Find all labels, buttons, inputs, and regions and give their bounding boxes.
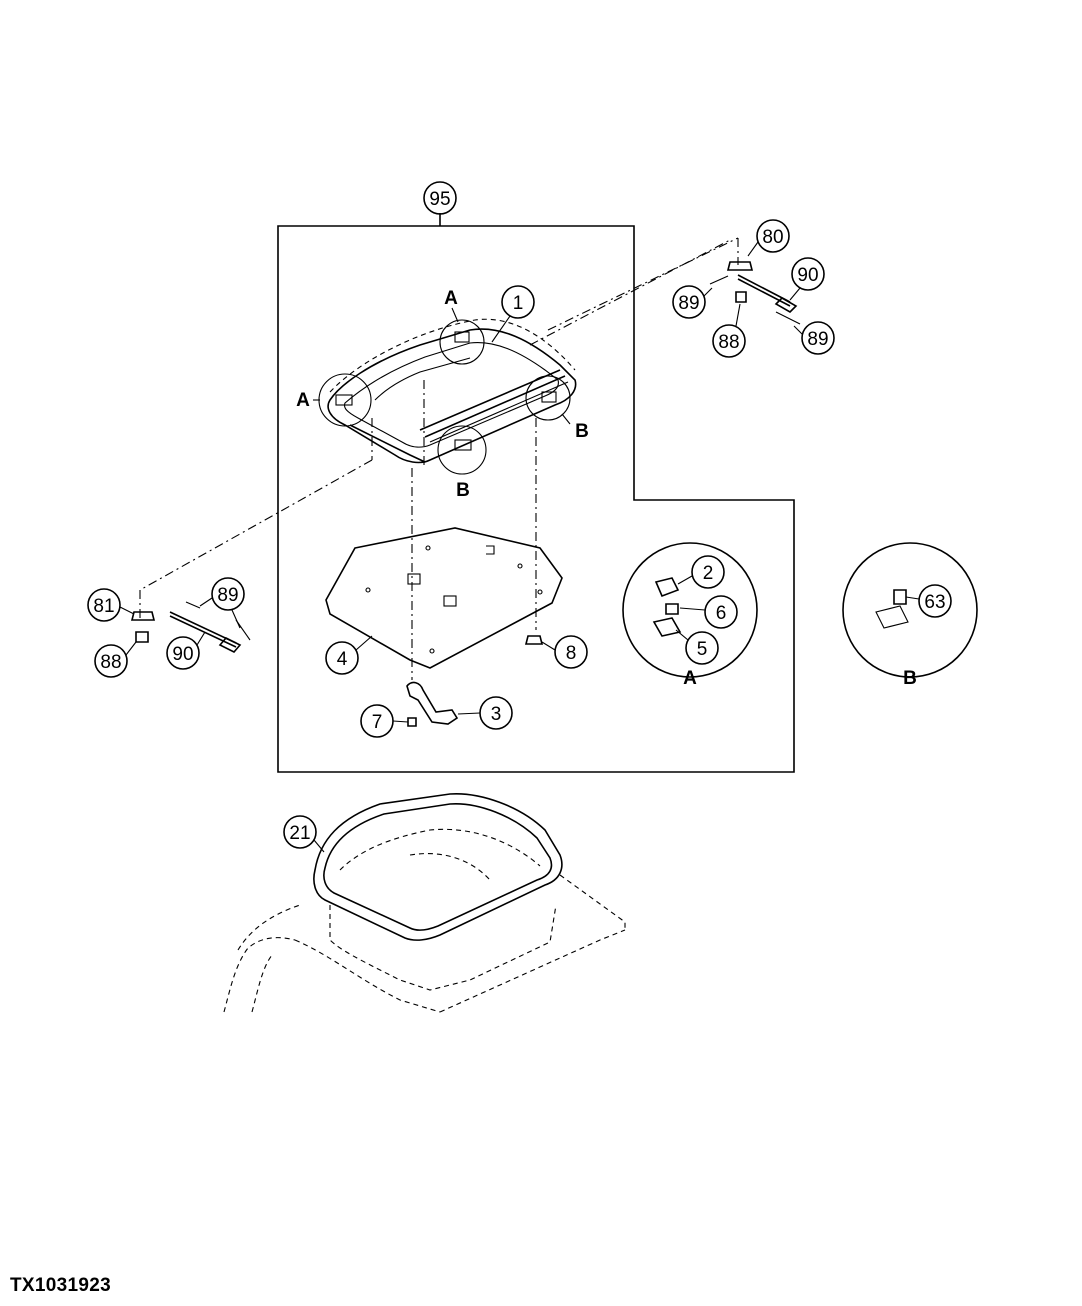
- callout-8: 8: [541, 635, 588, 669]
- svg-text:21: 21: [289, 823, 310, 844]
- svg-text:4: 4: [337, 649, 348, 670]
- svg-text:2: 2: [703, 563, 714, 584]
- callout-6: 6: [679, 595, 738, 629]
- callout-81: 81: [87, 588, 135, 622]
- cab-roof-and-seal: [223, 793, 626, 1013]
- handle: [406, 681, 459, 725]
- gas-strut-right: [709, 261, 801, 325]
- svg-text:88: 88: [100, 652, 121, 673]
- svg-text:89: 89: [217, 585, 238, 606]
- callout-3: 3: [457, 696, 513, 730]
- svg-text:89: 89: [807, 329, 828, 350]
- svg-text:89: 89: [678, 293, 699, 314]
- svg-text:88: 88: [718, 332, 739, 353]
- detail-circle-a-top: [439, 319, 485, 365]
- letter-a-left: A: [296, 390, 310, 411]
- svg-text:8: 8: [566, 643, 577, 664]
- callout-89-left: 89: [199, 577, 245, 629]
- svg-text:1: 1: [513, 293, 524, 314]
- detail-b-circle: [842, 542, 978, 678]
- letter-b-bottom: B: [456, 480, 470, 501]
- callout-5: 5: [675, 629, 719, 665]
- assembly-95-outline: [277, 225, 795, 773]
- roof-hatch-frame: [318, 318, 577, 475]
- callout-4: 4: [325, 635, 373, 675]
- inner-trim-panel: [325, 527, 563, 669]
- svg-text:3: 3: [491, 704, 502, 725]
- callout-90-left: 90: [166, 631, 206, 670]
- callout-2: 2: [677, 555, 725, 589]
- svg-text:5: 5: [697, 639, 708, 660]
- figure-id: TX1031923: [10, 1275, 111, 1296]
- callout-95: 95: [423, 181, 457, 215]
- letter-detail-a: A: [683, 668, 697, 689]
- svg-text:6: 6: [716, 603, 727, 624]
- screw-7: [407, 717, 417, 727]
- callout-89-right-top: 89: [672, 285, 713, 319]
- callout-21: 21: [283, 815, 325, 853]
- callout-90-right: 90: [789, 257, 825, 301]
- letter-a-top: A: [444, 288, 458, 309]
- svg-text:63: 63: [924, 592, 945, 613]
- letter-detail-b: B: [903, 668, 917, 689]
- fastener-8: [524, 635, 544, 645]
- callout-89-right-bottom: 89: [793, 321, 835, 355]
- svg-text:90: 90: [172, 644, 193, 665]
- callout-1: 1: [491, 285, 535, 343]
- callout-7: 7: [360, 704, 409, 738]
- callout-63: 63: [905, 584, 952, 618]
- callout-80: 80: [747, 219, 790, 257]
- detail-circle-b-bottom: [437, 425, 487, 475]
- detail-circle-b-right: [525, 375, 571, 421]
- letter-b-right: B: [575, 421, 589, 442]
- svg-text:81: 81: [93, 596, 114, 617]
- detail-a-circle: [622, 542, 758, 678]
- detail-circle-a-left: [318, 373, 372, 427]
- svg-text:80: 80: [762, 227, 783, 248]
- svg-text:95: 95: [429, 189, 450, 210]
- svg-text:7: 7: [372, 712, 383, 733]
- svg-text:90: 90: [797, 265, 818, 286]
- callout-88-left: 88: [94, 641, 137, 678]
- callout-88-right: 88: [712, 303, 746, 358]
